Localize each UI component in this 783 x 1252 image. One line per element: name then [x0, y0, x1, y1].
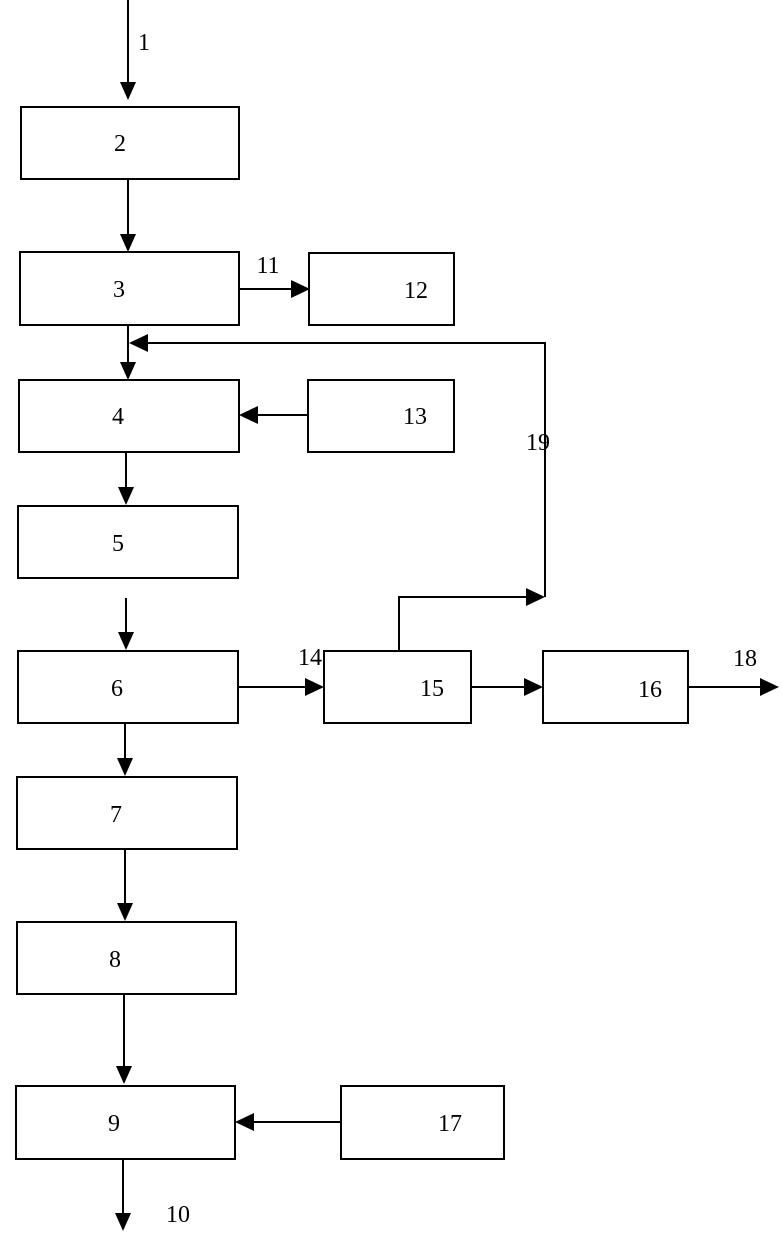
box-4-label: 4: [112, 404, 124, 430]
box-13: 13: [307, 379, 455, 453]
arrow-17-to-9: [235, 1113, 341, 1131]
arrow-8-to-9: [116, 994, 132, 1084]
arrow-3-to-4: [120, 325, 136, 380]
arrow-3-to-12: [239, 280, 310, 298]
box-5: 5: [17, 505, 239, 579]
arrow-4-to-5: [118, 452, 134, 505]
box-6: 6: [17, 650, 239, 724]
arrow-2-to-3: [120, 179, 136, 252]
arrow-output-10: [115, 1159, 131, 1231]
box-5-label: 5: [112, 531, 124, 557]
box-16: 16: [542, 650, 689, 724]
label-10: 10: [166, 1202, 190, 1228]
label-1: 1: [138, 30, 150, 56]
box-15-label: 15: [420, 676, 444, 702]
arrow-6-to-15: [238, 678, 324, 696]
box-9-label: 9: [108, 1111, 120, 1137]
box-17-label: 17: [438, 1111, 462, 1137]
arrow-6-to-7: [117, 723, 133, 776]
box-16-label: 16: [638, 677, 662, 703]
box-15: 15: [323, 650, 472, 724]
arrow-13-to-4: [239, 406, 307, 424]
arrow-output-18: [688, 678, 779, 696]
arrow-input-1: [120, 0, 136, 100]
label-11: 11: [256, 253, 279, 279]
box-8-label: 8: [109, 947, 121, 973]
box-7: 7: [16, 776, 238, 850]
box-7-label: 7: [110, 802, 122, 828]
box-8: 8: [16, 921, 237, 995]
box-9: 9: [15, 1085, 236, 1160]
box-2: 2: [20, 106, 240, 180]
box-12: 12: [308, 252, 455, 326]
box-3-label: 3: [113, 277, 125, 303]
box-6-label: 6: [111, 676, 123, 702]
arrow-7-to-8: [117, 849, 133, 921]
label-18: 18: [733, 646, 757, 672]
box-13-label: 13: [403, 404, 427, 430]
box-4: 4: [18, 379, 240, 453]
label-14: 14: [298, 645, 322, 671]
box-12-label: 12: [404, 278, 428, 304]
arrow-5-to-6: [118, 598, 134, 650]
box-2-label: 2: [114, 131, 126, 157]
label-19: 19: [526, 430, 550, 456]
arrow-15-to-16: [471, 678, 543, 696]
recycle-loop-19: [129, 334, 546, 651]
box-17: 17: [340, 1085, 505, 1160]
box-3: 3: [19, 251, 240, 326]
